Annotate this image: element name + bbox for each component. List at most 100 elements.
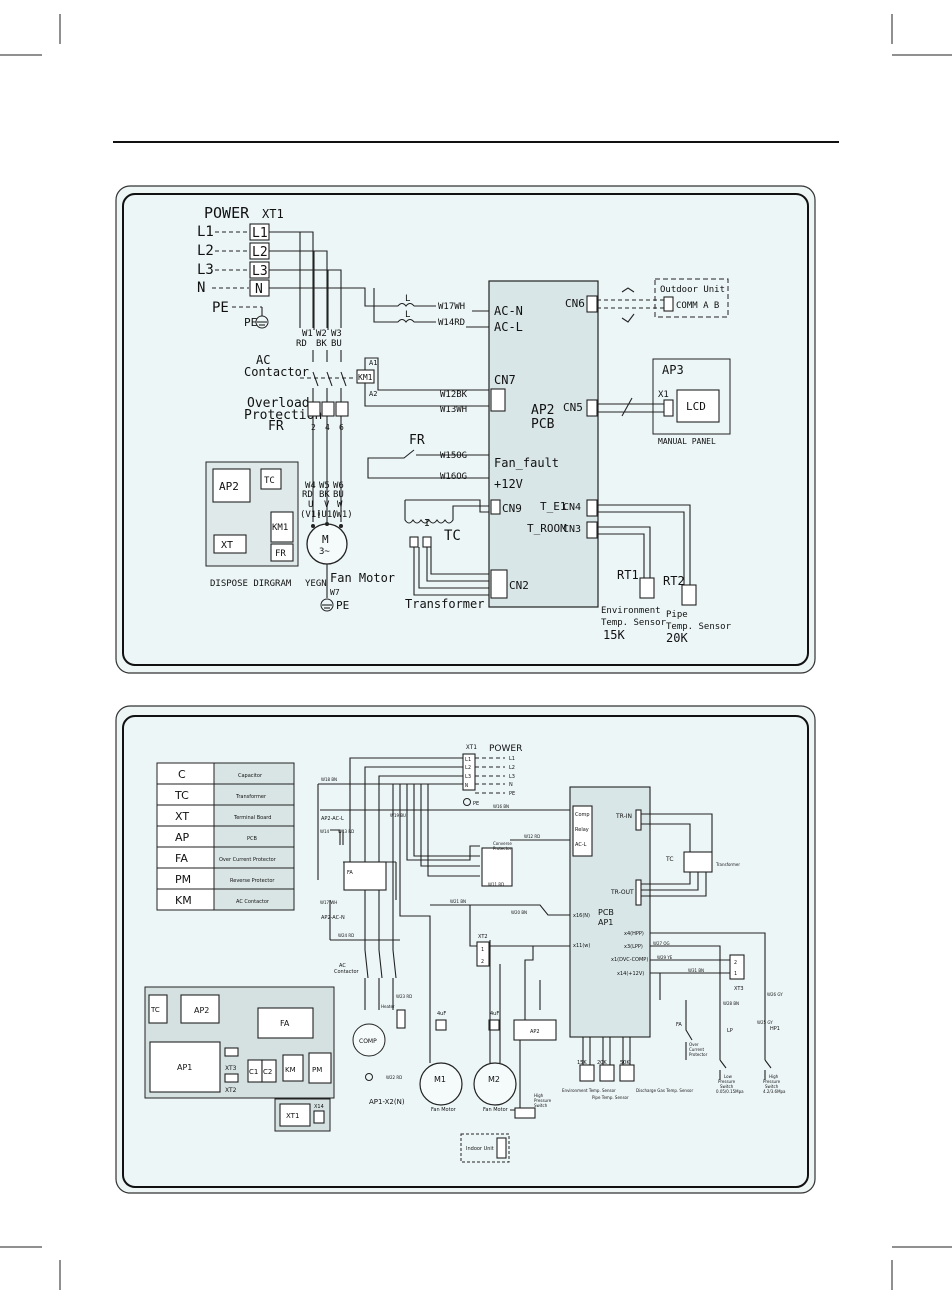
dispose2-ap2: AP2	[194, 1006, 209, 1015]
ac-contactor-2a: AC	[339, 963, 346, 969]
transformer-i: I	[424, 518, 430, 529]
dispose-tc: TC	[264, 476, 275, 486]
fr-switch-label: FR	[409, 433, 425, 448]
wire-w1: W1	[302, 329, 313, 339]
dispose2-xt3: XT3	[225, 1065, 237, 1072]
xt3-term-2: 2	[734, 960, 737, 966]
dispose2-x14: X14	[314, 1104, 324, 1110]
yegn-label: YEGN	[305, 579, 327, 589]
power-wiring	[269, 231, 436, 330]
comp-label: COMP	[359, 1038, 377, 1045]
dispose2-ap1: AP1	[177, 1063, 192, 1072]
manual-panel-box	[652, 358, 731, 435]
outdoor-unit-box	[654, 278, 729, 318]
rt1-label2: Temp. Sensor	[601, 618, 667, 628]
pcb-troom: T_ROOM	[527, 522, 567, 535]
dispose2-c2: C2	[263, 1068, 272, 1076]
w7-label: W7	[330, 588, 340, 597]
tag-w23: W23 RD	[396, 994, 412, 999]
rt1-name: RT1	[617, 568, 639, 582]
outdoor-title: Outdoor Unit	[660, 285, 725, 295]
tag-w17: W17 WH	[320, 900, 337, 905]
comp-relay-3: AC-L	[575, 842, 587, 848]
converse-1: Converse	[493, 841, 512, 846]
tag-w12: W12 RD	[524, 834, 540, 839]
tag-w22: W22 RD	[386, 1075, 402, 1080]
pcb-cn2: CN2	[509, 579, 529, 592]
wire-bu: BU	[331, 339, 342, 349]
pcb-cn7: CN7	[494, 373, 516, 387]
compressor-icon	[352, 1023, 386, 1057]
wire-rd: RD	[296, 339, 307, 349]
x1-label: x1(DVC-COMP)	[611, 957, 648, 963]
xt2-term-2: 2	[481, 959, 484, 965]
wire-rd-motor: RD	[302, 490, 313, 500]
terminal-box-n: N	[255, 282, 263, 297]
legend-code-xt: XT	[175, 810, 189, 823]
rt2-name: RT2	[663, 574, 685, 588]
crop-marks	[0, 14, 952, 1290]
dispose2-c1: C1	[249, 1068, 258, 1076]
wire-bk-motor: BK	[319, 490, 330, 500]
ap3-caption: MANUAL PANEL	[658, 437, 716, 446]
dispose-fr: FR	[275, 549, 286, 559]
xt3-label-2: XT3	[734, 986, 744, 992]
legend-code-km: KM	[175, 894, 192, 907]
xt1-label: XT1	[262, 207, 284, 221]
motor-w: W	[337, 500, 343, 510]
motor-m: M	[322, 533, 329, 546]
high-ps-2: Pressure	[534, 1098, 552, 1103]
xt1-terminals: L1 L1 L2 L2 L3 L3 N N	[197, 223, 270, 297]
x4-label: x4(HPP)	[624, 931, 644, 937]
xt2-label-2: XT2	[478, 934, 488, 940]
pcb-cn6: CN6	[565, 297, 585, 310]
pcb-cn5: CN5	[563, 401, 583, 414]
x16-label: x16(N)	[573, 913, 590, 919]
fan2-m: M2	[488, 1075, 500, 1084]
tag-w18: W18 BN	[321, 777, 337, 782]
legend-code-tc: TC	[174, 789, 189, 802]
ap2-small-label: AP2	[530, 1029, 540, 1035]
overload-label-3: FR	[268, 419, 284, 434]
sensor-discharge-label: Discharge Gas Temp. Sensor	[636, 1088, 693, 1093]
tag-w19: W19 BU	[390, 813, 406, 818]
xt1-term-l2: L2	[465, 765, 471, 771]
lp-val: 0.05/0.15Mpa	[716, 1089, 744, 1094]
ac-contactor-label-2: Contactor	[244, 365, 309, 379]
tc-label: TC	[444, 528, 461, 544]
power-label-2: POWER	[489, 744, 522, 754]
contactor-switches-2	[364, 949, 397, 1010]
wire-w12-label: W12BK	[440, 390, 468, 400]
pcb-cn3: CN3	[563, 524, 581, 535]
pcb-ap1-2: AP1	[598, 918, 613, 927]
tag-w20: W20 BN	[511, 910, 527, 915]
wire-w14-label: W14RD	[438, 318, 465, 328]
motor-ground-icon	[320, 598, 334, 612]
wire-w13-label: W13WH	[440, 405, 467, 415]
wire-w3: W3	[331, 329, 342, 339]
fan1-label: Fan Motor	[431, 1107, 457, 1113]
l-mark-1: L	[405, 294, 410, 304]
wire-bu-motor: BU	[333, 490, 344, 500]
xt2-term-1: 1	[481, 947, 484, 953]
transformer-label: Transformer	[405, 597, 484, 611]
xt1-term-l3: L3	[465, 774, 471, 780]
ap3-x1: X1	[658, 390, 669, 400]
terminal-line-l1: L1	[197, 224, 214, 240]
rt2-label1: Pipe	[666, 610, 688, 620]
tr-out-label: TR-OUT	[610, 889, 634, 896]
rt1-label1: Environment	[601, 606, 661, 616]
heater-label: Heater	[381, 1004, 395, 1009]
hp1-l1: High	[769, 1074, 779, 1079]
tag-w16: W16 BN	[493, 804, 509, 809]
fa-prot-1: Over	[689, 1042, 699, 1047]
dispose2-xt2: XT2	[225, 1087, 237, 1094]
terminal-line-l2: L2	[197, 243, 214, 259]
panel-1-inner	[122, 193, 809, 666]
pe-label-2: PE	[473, 801, 479, 807]
fan-motor-label: Fan Motor	[330, 571, 395, 585]
wire-w6: W6	[333, 481, 344, 491]
wire-w17-label: W17WH	[438, 302, 465, 312]
xt1-term-n: N	[465, 783, 468, 789]
sensor-pipe-label: Pipe Temp. Sensor	[592, 1095, 629, 1100]
